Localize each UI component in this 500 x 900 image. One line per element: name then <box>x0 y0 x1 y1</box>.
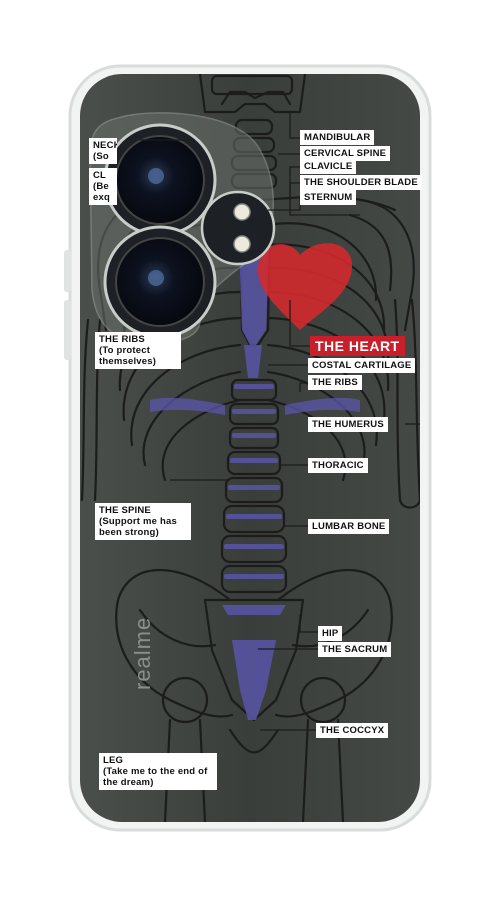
humerus-right <box>393 298 402 502</box>
pelvis-left <box>115 569 234 718</box>
label-the-ribs-right: THE RIBS <box>308 375 362 390</box>
label-the-coccyx: THE COCCYX <box>316 723 389 738</box>
femur-head-right <box>299 676 347 724</box>
sensor-icon <box>233 235 251 253</box>
side-button-lower <box>64 300 71 360</box>
pelvis-right <box>274 569 393 718</box>
label-shoulder-blade: THE SHOULDER BLADE <box>300 175 422 190</box>
leader-lines <box>140 112 420 731</box>
side-button-upper <box>64 250 71 292</box>
heart-shape <box>257 243 353 330</box>
label-the-ribs-left: THE RIBS (To protect themselves) <box>95 332 181 369</box>
camera-module <box>89 112 276 344</box>
femur-head-left <box>161 676 209 724</box>
label-the-heart: THE HEART <box>310 336 405 356</box>
label-cl: CL (Be exq <box>89 168 117 205</box>
label-lumbar-bone: LUMBAR BONE <box>308 519 390 534</box>
sacrum-outline <box>203 598 305 722</box>
flash-icon <box>233 203 251 221</box>
brand-logo: realme <box>130 616 155 690</box>
camera-lens-small <box>200 190 276 266</box>
shoulder-right <box>358 198 415 332</box>
label-cervical-spine: CERVICAL SPINE <box>300 146 391 161</box>
label-sternum: STERNUM <box>300 190 357 205</box>
label-thoracic: THORACIC <box>308 458 368 473</box>
label-the-humerus: THE HUMERUS <box>308 417 388 432</box>
label-costal-cartilage: COSTAL CARTILAGE <box>308 358 416 373</box>
label-neck: NECK (So <box>89 138 117 164</box>
label-mandibular: MANDIBULAR <box>300 130 375 145</box>
label-the-spine: THE SPINE (Support me has been strong) <box>95 503 191 540</box>
label-hip: HIP <box>318 626 343 641</box>
label-leg: LEG (Take me to the end of the dream) <box>99 753 217 790</box>
skull-jaw <box>198 74 307 114</box>
label-the-sacrum: THE SACRUM <box>318 642 392 657</box>
label-clavicle: CLAVICLE <box>300 159 357 174</box>
spine-column <box>220 378 288 594</box>
